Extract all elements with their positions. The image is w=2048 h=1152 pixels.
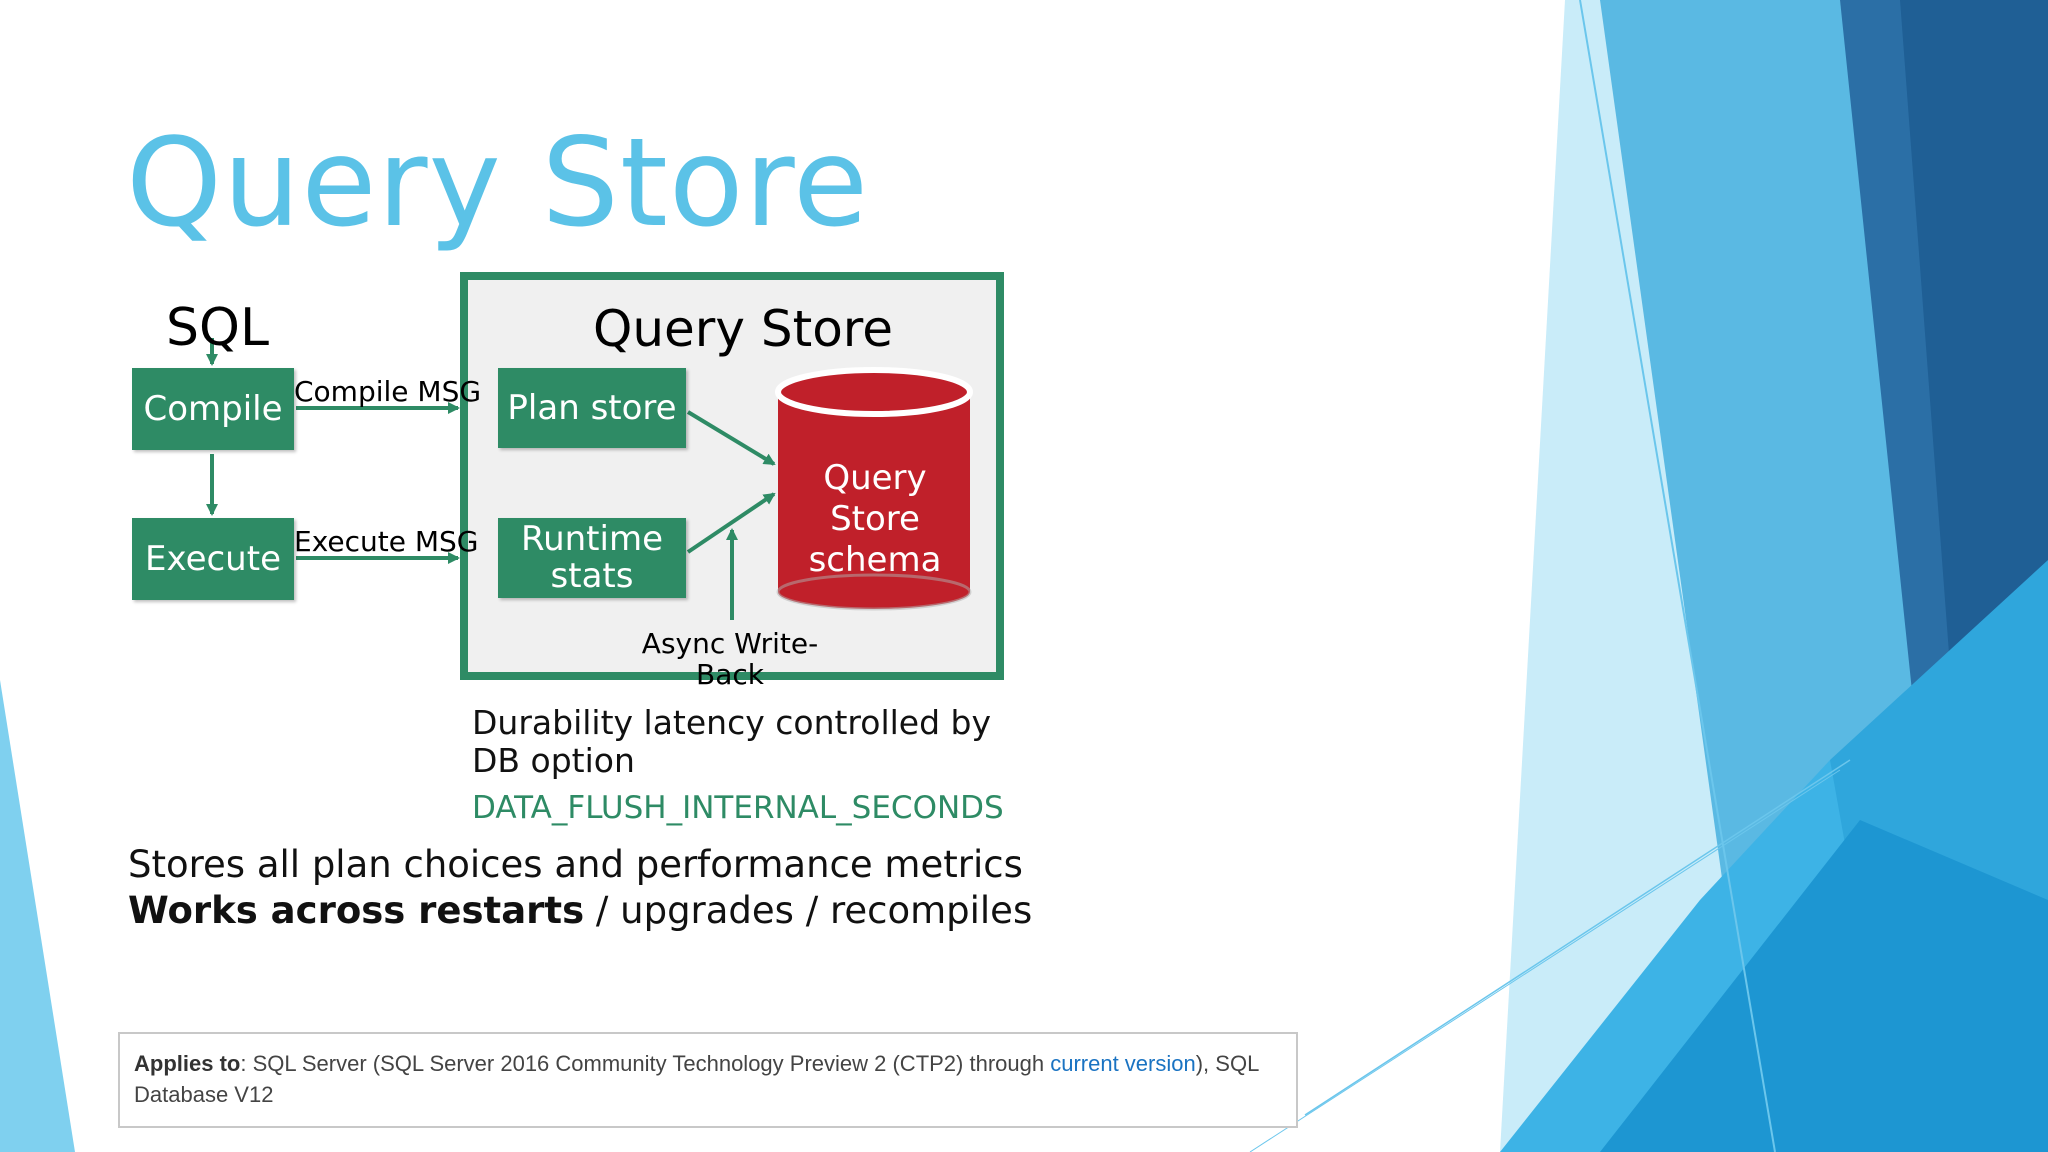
query-store-schema-cylinder	[775, 367, 973, 611]
query-store-title: Query Store	[593, 300, 893, 358]
applies-to-label: Applies to	[134, 1051, 241, 1076]
execute-label: Execute	[145, 538, 281, 579]
sql-label: SQL	[166, 298, 269, 358]
applies-to-text-b: ), SQL Database V12	[134, 1051, 1259, 1107]
key-point-2-bold: Works across restarts	[128, 889, 585, 932]
applies-to-text-a: : SQL Server (SQL Server 2016 Community …	[240, 1051, 1051, 1076]
applies-to-box: Applies to: SQL Server (SQL Server 2016 …	[118, 1032, 1298, 1128]
current-version-link[interactable]: current version	[1050, 1051, 1196, 1076]
compile-box: Compile	[132, 368, 294, 450]
runtime-stats-label: Runtime stats	[520, 519, 663, 596]
async-write-back-label: Async Write-Back	[641, 627, 819, 691]
plan-store-label: Plan store	[507, 387, 677, 428]
compile-msg-label: Compile MSG	[294, 375, 482, 408]
durability-text: Durability latency controlled by DB opti…	[472, 703, 992, 780]
runtime-stats-box: Runtime stats	[498, 518, 686, 598]
key-point-2-rest: / upgrades / recompiles	[584, 889, 1033, 932]
execute-box: Execute	[132, 518, 294, 600]
flush-setting: DATA_FLUSH_INTERNAL_SECONDS	[472, 790, 1004, 826]
schema-label: Query Store schema	[808, 458, 942, 580]
key-points: Stores all plan choices and performance …	[128, 842, 1032, 934]
plan-store-box: Plan store	[498, 368, 686, 448]
slide-title: Query Store	[126, 112, 869, 254]
key-point-1: Stores all plan choices and performance …	[128, 843, 1023, 886]
plan-store-to-schema-arrow	[686, 410, 776, 466]
key-point-2: Works across restarts / upgrades / recom…	[128, 888, 1032, 934]
execute-msg-label: Execute MSG	[294, 525, 479, 558]
runtime-stats-to-schema-arrow	[686, 492, 776, 554]
compile-label: Compile	[143, 388, 283, 429]
